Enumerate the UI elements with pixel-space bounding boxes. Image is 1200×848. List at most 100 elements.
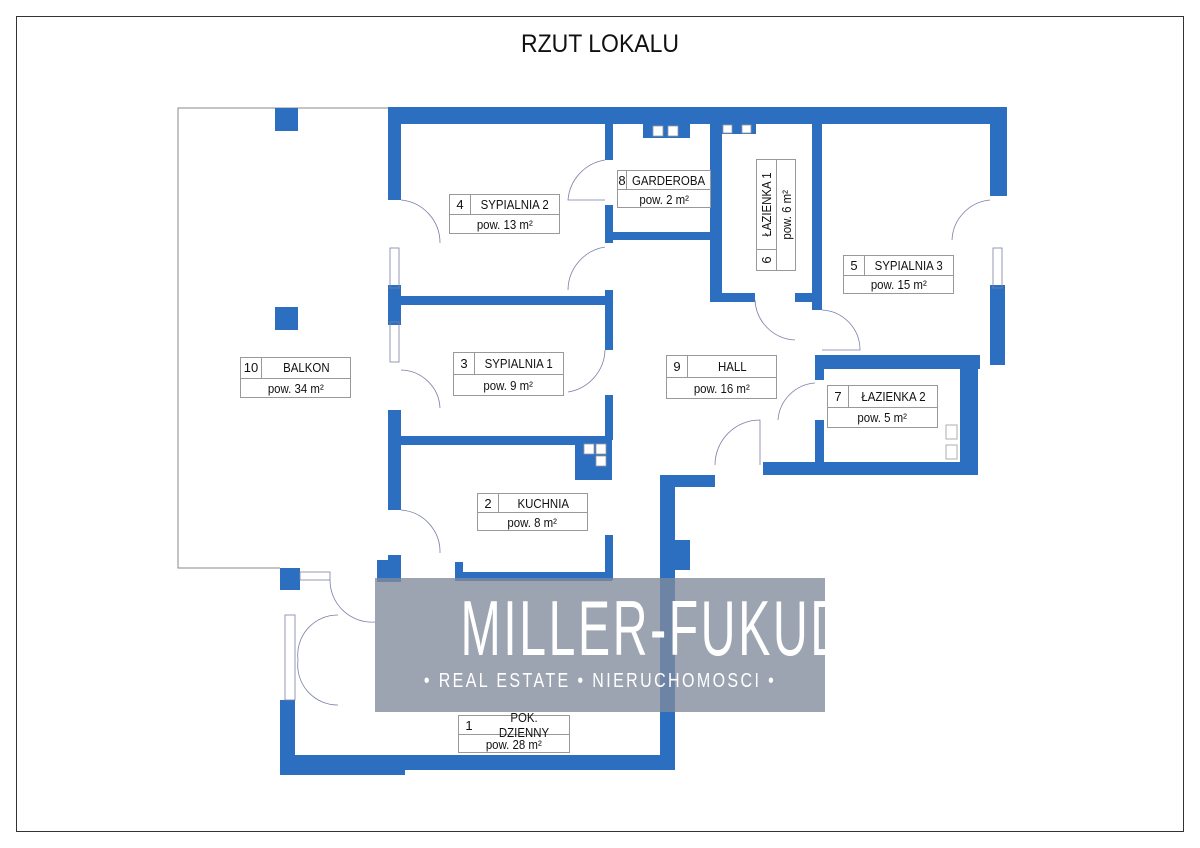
watermark-tagline: • REAL ESTATE • NIERUCHOMOSCI • (423, 670, 777, 692)
wall (605, 290, 613, 350)
wall-left (388, 410, 401, 510)
watermark-brand: MILLER-FUKUDA (460, 584, 883, 672)
room-label-lazienka-1: 6 ŁAZIENKA 1 pow. 6 m² (756, 159, 796, 271)
room-name: GARDEROBA (631, 172, 706, 188)
window (299, 571, 331, 581)
wall (388, 436, 612, 445)
wall-left (388, 107, 401, 200)
balcony-outline (177, 107, 388, 569)
room-number: 7 (828, 386, 849, 407)
door-arc (754, 299, 796, 341)
room-name: SYPIALNIA 3 (874, 257, 944, 273)
door-arc (777, 382, 816, 421)
room-area: pow. 5 m² (857, 410, 908, 426)
room-label-sypialnia-2: 4 SYPIALNIA 2 pow. 13 m² (449, 194, 560, 234)
wall (710, 124, 722, 302)
room-number: 9 (667, 356, 688, 377)
window (389, 321, 400, 363)
window (389, 247, 400, 289)
wall (455, 572, 612, 581)
room-area: pow. 28 m² (486, 736, 542, 752)
room-name: POK. DZIENNY (498, 710, 550, 740)
wall (812, 124, 822, 310)
room-number: 5 (844, 256, 865, 275)
vent (675, 540, 690, 570)
window (284, 614, 296, 701)
room-area: pow. 15 m² (870, 277, 927, 293)
room-area: pow. 9 m² (483, 378, 534, 393)
room-label-balkon: 10 BALKON pow. 34 m² (240, 357, 351, 398)
room-label-hall: 9 HALL pow. 16 m² (666, 355, 777, 399)
room-area: pow. 13 m² (476, 217, 533, 232)
room-area: pow. 2 m² (639, 191, 689, 207)
door-arc (567, 349, 606, 393)
shafts (583, 124, 958, 467)
wall-right (990, 107, 1007, 196)
door-arc (951, 199, 991, 241)
door-arc (400, 369, 441, 409)
wall (605, 124, 613, 160)
room-number: 4 (450, 195, 471, 214)
door-arc (329, 579, 376, 623)
wall-bottom (280, 760, 405, 775)
plan-title: RZUT LOKALU (520, 30, 680, 58)
wall-right (990, 285, 1005, 365)
doors-windows (284, 159, 1003, 706)
room-name: SYPIALNIA 1 (484, 356, 554, 371)
room-number: 6 (757, 249, 776, 270)
wall (710, 293, 755, 302)
room-number: 2 (478, 494, 499, 512)
page-frame (16, 16, 1184, 832)
vent (643, 124, 690, 138)
pillar (275, 307, 298, 330)
wall (612, 232, 712, 240)
room-area: pow. 6 m² (779, 190, 794, 240)
room-label-pok-dzienny: 1 POK. DZIENNY pow. 28 m² (458, 710, 570, 753)
wall (280, 568, 300, 590)
wall (388, 296, 612, 305)
room-name: HALL (717, 359, 747, 374)
room-number: 1 (465, 717, 473, 733)
wall (815, 420, 824, 465)
wall (960, 355, 978, 475)
wall (815, 355, 824, 380)
room-number: 8 (618, 171, 627, 189)
door-arc (567, 246, 606, 291)
room-name: SYPIALNIA 2 (480, 197, 550, 212)
wall (280, 700, 295, 770)
wall-top (388, 107, 1007, 124)
room-label-sypialnia-3: 5 SYPIALNIA 3 pow. 15 m² (843, 255, 954, 294)
room-name: ŁAZIENKA 2 (860, 388, 926, 404)
door-arc (821, 309, 861, 351)
door-arc (714, 419, 761, 466)
room-name: ŁAZIENKA 1 (759, 172, 774, 237)
wall (763, 462, 978, 475)
window (992, 247, 1003, 289)
room-name: KUCHNIA (517, 495, 569, 511)
wall (605, 205, 613, 243)
room-number: 3 (454, 353, 475, 374)
wall (605, 535, 613, 580)
room-name: BALKON (282, 360, 330, 376)
room-area: pow. 34 m² (267, 380, 324, 396)
wall (795, 293, 822, 302)
wall (605, 395, 613, 440)
room-area: pow. 16 m² (693, 381, 750, 396)
watermark-logo: MILLER-FUKUDA • REAL ESTATE • NIERUCHOMO… (375, 578, 883, 712)
room-area: pow. 8 m² (507, 514, 558, 530)
door-arc (400, 199, 441, 244)
pillar (275, 108, 298, 131)
room-label-sypialnia-1: 3 SYPIALNIA 1 pow. 9 m² (453, 352, 564, 396)
door-arc (297, 659, 339, 706)
vent (718, 124, 756, 134)
door-arc (567, 159, 606, 201)
door-arc (400, 509, 441, 554)
wall (455, 562, 463, 580)
room-label-kuchnia: 2 KUCHNIA pow. 8 m² (477, 493, 588, 531)
wall (377, 560, 399, 582)
room-number: 10 (241, 358, 262, 378)
room-label-lazienka-2: 7 ŁAZIENKA 2 pow. 5 m² (827, 385, 938, 428)
wall (815, 355, 980, 369)
